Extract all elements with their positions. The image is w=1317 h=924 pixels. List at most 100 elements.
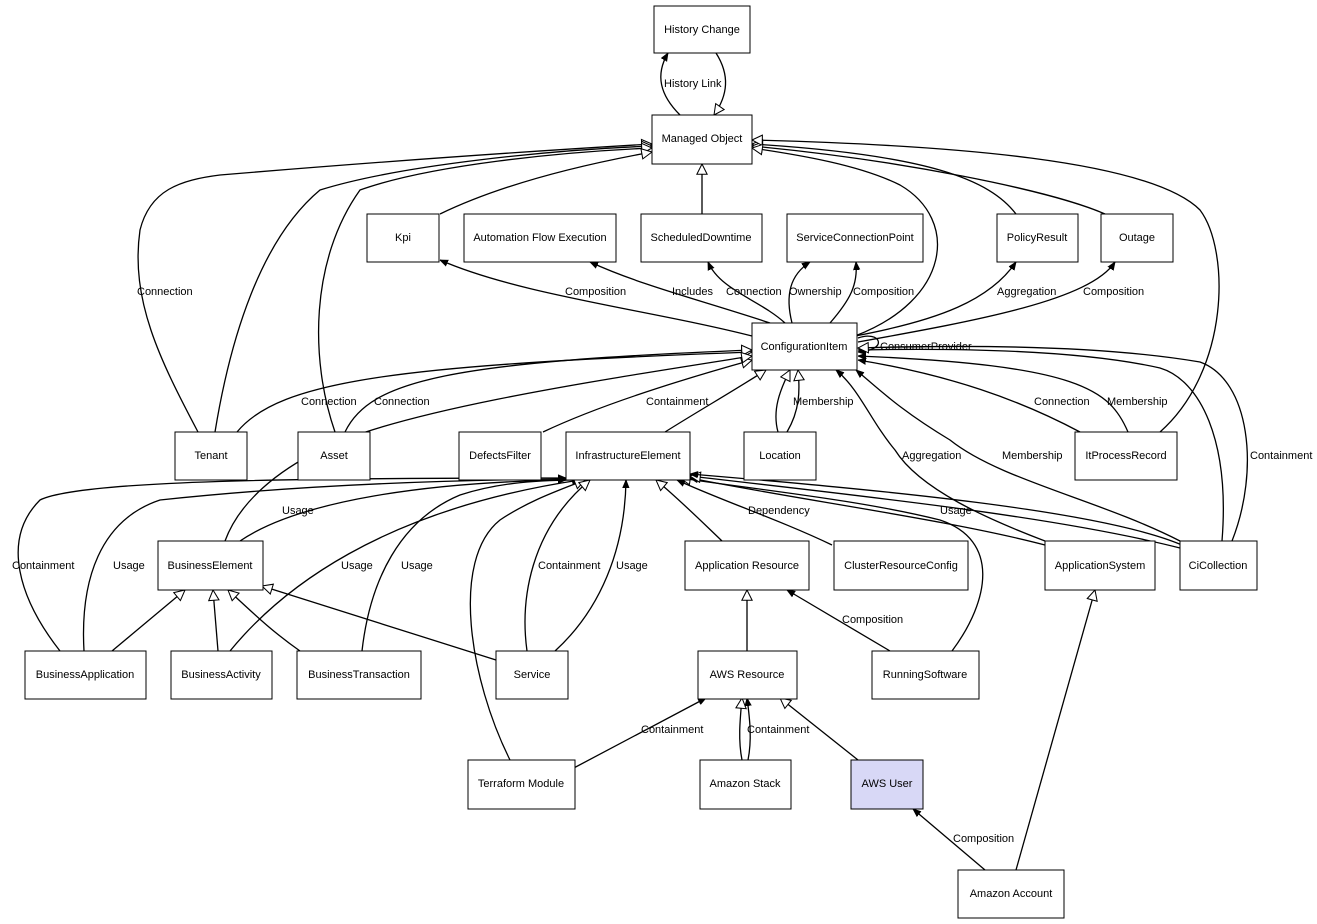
label-itpr-membership: Membership — [1107, 396, 1168, 408]
node-location[interactable]: Location — [743, 431, 817, 481]
svg-text:Outage: Outage — [1119, 232, 1155, 244]
edge-as-ci — [836, 370, 1046, 542]
node-configuration-item[interactable]: ConfigurationItem — [751, 322, 858, 371]
svg-text:ApplicationSystem: ApplicationSystem — [1055, 560, 1146, 572]
label-ownership: Ownership — [789, 286, 842, 298]
node-application-system[interactable]: ApplicationSystem — [1044, 540, 1156, 591]
node-amazon-stack[interactable]: Amazon Stack — [699, 759, 792, 810]
edge-itpr-ci-conn — [858, 360, 1081, 433]
svg-text:BusinessActivity: BusinessActivity — [181, 669, 261, 681]
label-svc-containment: Containment — [538, 560, 600, 572]
edge-be-ci — [224, 356, 752, 542]
node-business-element[interactable]: BusinessElement — [157, 540, 264, 591]
edge-loc-ci-2 — [786, 370, 799, 433]
label-dependency: Dependency — [748, 505, 810, 517]
label-ba-containment: Containment — [12, 560, 74, 572]
edge-ie-ci — [664, 370, 766, 433]
edge-ci-scp-comp — [829, 262, 856, 324]
edge-be-ie — [239, 480, 566, 542]
edge-bact-be — [213, 590, 218, 652]
edge-svc-ie-cont — [524, 480, 590, 652]
node-managed-object[interactable]: Managed Object — [651, 114, 753, 165]
svg-text:ScheduledDowntime: ScheduledDowntime — [651, 232, 752, 244]
edge-labels: History Link Connection Composition Incl… — [12, 78, 1312, 845]
node-defects-filter[interactable]: DefectsFilter — [458, 431, 542, 481]
svg-text:BusinessApplication: BusinessApplication — [36, 669, 134, 681]
node-aws-user[interactable]: AWS User — [850, 759, 924, 810]
edge-ar-ie — [656, 480, 723, 542]
node-running-software[interactable]: RunningSoftware — [871, 650, 980, 700]
edge-tf-awsr — [569, 697, 706, 771]
edge-loc-ci-1 — [775, 370, 791, 433]
svg-text:Amazon Stack: Amazon Stack — [710, 778, 781, 790]
edge-svc-ie-usage — [554, 480, 626, 652]
label-aggregation-pr: Aggregation — [997, 286, 1056, 298]
edge-ba-be — [111, 590, 185, 652]
node-history-change[interactable]: History Change — [653, 5, 751, 54]
edge-asset-ci — [344, 350, 752, 433]
edge-ci-pr — [854, 262, 1016, 337]
svg-text:History Change: History Change — [664, 24, 740, 36]
edge-ci-scp-own — [788, 262, 810, 324]
node-terraform-module[interactable]: Terraform Module — [467, 759, 576, 810]
label-bt-usage: Usage — [401, 560, 433, 572]
node-business-activity[interactable]: BusinessActivity — [170, 650, 273, 700]
edge-ba-ie-usage — [82, 479, 566, 652]
label-tenant-connection: Connection — [137, 286, 193, 298]
nodes: History Change Managed Object Kpi Automa… — [24, 5, 1258, 919]
edge-ci-kpi — [440, 259, 753, 337]
edge-cc-ie-1 — [690, 476, 1181, 549]
node-scheduled-downtime[interactable]: ScheduledDowntime — [640, 213, 763, 263]
svg-text:Automation Flow Execution: Automation Flow Execution — [473, 232, 606, 244]
edge-rs-ie — [680, 478, 984, 652]
label-be-usage: Usage — [282, 505, 314, 517]
edge-itpr-ci-mem — [858, 356, 1129, 433]
node-cluster-resource-config[interactable]: ClusterResourceConfig — [833, 540, 969, 591]
svg-text:RunningSoftware: RunningSoftware — [883, 669, 967, 681]
node-automation-flow-execution[interactable]: Automation Flow Execution — [463, 213, 617, 263]
node-infrastructure-element[interactable]: InfrastructureElement — [565, 431, 691, 481]
edge-bact-ie — [229, 480, 580, 652]
label-itpr-connection: Connection — [1034, 396, 1090, 408]
edge-cc-ci-mem — [856, 370, 1181, 542]
label-aggregation-as: Aggregation — [902, 450, 961, 462]
edge-tenant-mo-inherit — [214, 146, 652, 433]
node-service-connection-point[interactable]: ServiceConnectionPoint — [786, 213, 924, 263]
node-application-resource[interactable]: Application Resource — [684, 540, 810, 591]
node-policy-result[interactable]: PolicyResult — [996, 213, 1079, 263]
node-kpi[interactable]: Kpi — [366, 213, 440, 263]
node-amazon-account[interactable]: Amazon Account — [957, 869, 1065, 919]
svg-text:InfrastructureElement: InfrastructureElement — [575, 450, 680, 462]
node-outage[interactable]: Outage — [1100, 213, 1174, 263]
node-service[interactable]: Service — [495, 650, 569, 700]
edge-ba-ie-cont — [17, 478, 566, 652]
edge-ci-outage — [857, 262, 1115, 343]
edge-history-link — [660, 53, 681, 116]
label-tf-containment: Containment — [641, 724, 703, 736]
svg-text:Managed Object: Managed Object — [662, 133, 743, 145]
edge-pr-mo-inherit — [752, 144, 1017, 215]
edge-kpi-mo-inherit — [439, 152, 652, 215]
node-it-process-record[interactable]: ItProcessRecord — [1074, 431, 1178, 481]
node-tenant[interactable]: Tenant — [174, 431, 248, 481]
label-acct-composition: Composition — [953, 833, 1014, 845]
edge-cc-ci-inherit — [858, 346, 1248, 542]
node-business-application[interactable]: BusinessApplication — [24, 650, 147, 700]
svg-text:AWS User: AWS User — [862, 778, 913, 790]
label-membership-loc: Membership — [793, 396, 854, 408]
node-aws-resource[interactable]: AWS Resource — [697, 650, 798, 700]
edge-history-inherit — [714, 52, 727, 115]
edge-bt-ie — [361, 480, 585, 652]
svg-text:PolicyResult: PolicyResult — [1007, 232, 1068, 244]
edge-stack-awsr-2 — [747, 698, 750, 761]
node-business-transaction[interactable]: BusinessTransaction — [296, 650, 422, 700]
edge-ci-sd — [707, 262, 786, 324]
node-asset[interactable]: Asset — [297, 431, 371, 481]
node-ci-collection[interactable]: CiCollection — [1179, 540, 1258, 591]
edge-user-awsr — [780, 698, 859, 761]
edge-tf-ie — [469, 480, 585, 761]
svg-text:Tenant: Tenant — [194, 450, 227, 462]
svg-text:ConfigurationItem: ConfigurationItem — [761, 341, 848, 353]
svg-text:Terraform Module: Terraform Module — [478, 778, 564, 790]
